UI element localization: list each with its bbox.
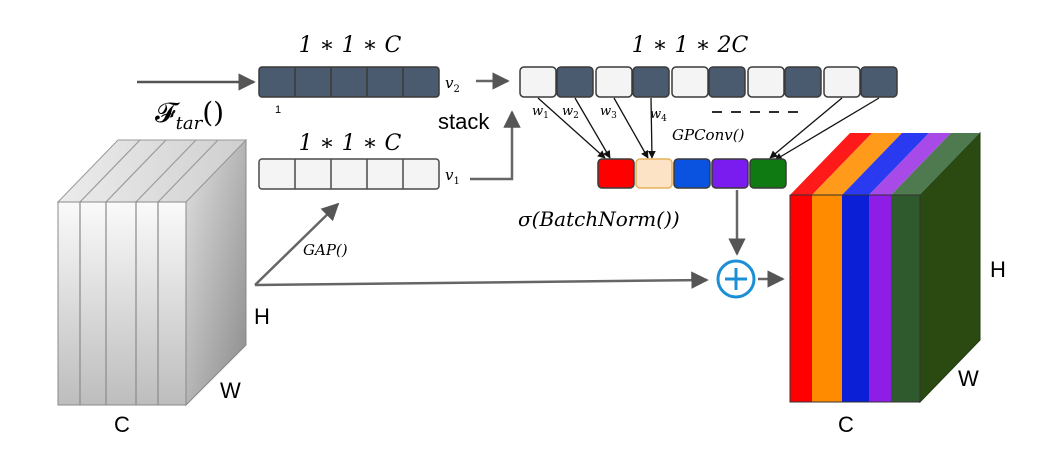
stack-label: stack (438, 109, 490, 134)
output-h-label: H (990, 257, 1006, 282)
gpconv-arrows (537, 97, 880, 161)
gap-label: GAP() (303, 241, 348, 259)
add-operator-icon (716, 259, 756, 299)
gap-arrow (254, 202, 340, 286)
v1-to-stack-arrow (470, 110, 521, 181)
input-c-label: C (114, 412, 130, 437)
w1-label: w1 (532, 104, 549, 121)
v1-label: v1 (445, 166, 460, 187)
output-feature-tensor (789, 131, 981, 404)
residual-arrow (254, 271, 709, 289)
v1-size-label: 1 ∗ 1 ∗ C (299, 131, 402, 156)
vector-v2 (258, 66, 440, 98)
vector-v1 (258, 158, 440, 190)
output-c-label: C (838, 412, 854, 437)
w3-label: w3 (600, 104, 617, 121)
w4-label: w4 (650, 107, 667, 124)
input-w-label: W (220, 378, 241, 403)
batchnorm-label: σ(BatchNorm()) (518, 207, 680, 231)
stacked-size-label: 1 ∗ 1 ∗ 2C (632, 33, 749, 58)
index-one-label: 1 (275, 104, 281, 116)
stacked-vector (519, 66, 898, 98)
input-h-label: H (254, 304, 270, 329)
group-weight-cells (597, 158, 787, 189)
v2-size-label: 1 ∗ 1 ∗ C (299, 33, 402, 58)
gpconv-label: GPConv() (672, 126, 745, 144)
ftar-label: 𝓕tar() (155, 96, 224, 134)
v2-label: v2 (445, 74, 460, 95)
w2-label: w2 (562, 104, 579, 121)
input-feature-tensor (56, 138, 248, 407)
output-w-label: W (958, 366, 979, 391)
